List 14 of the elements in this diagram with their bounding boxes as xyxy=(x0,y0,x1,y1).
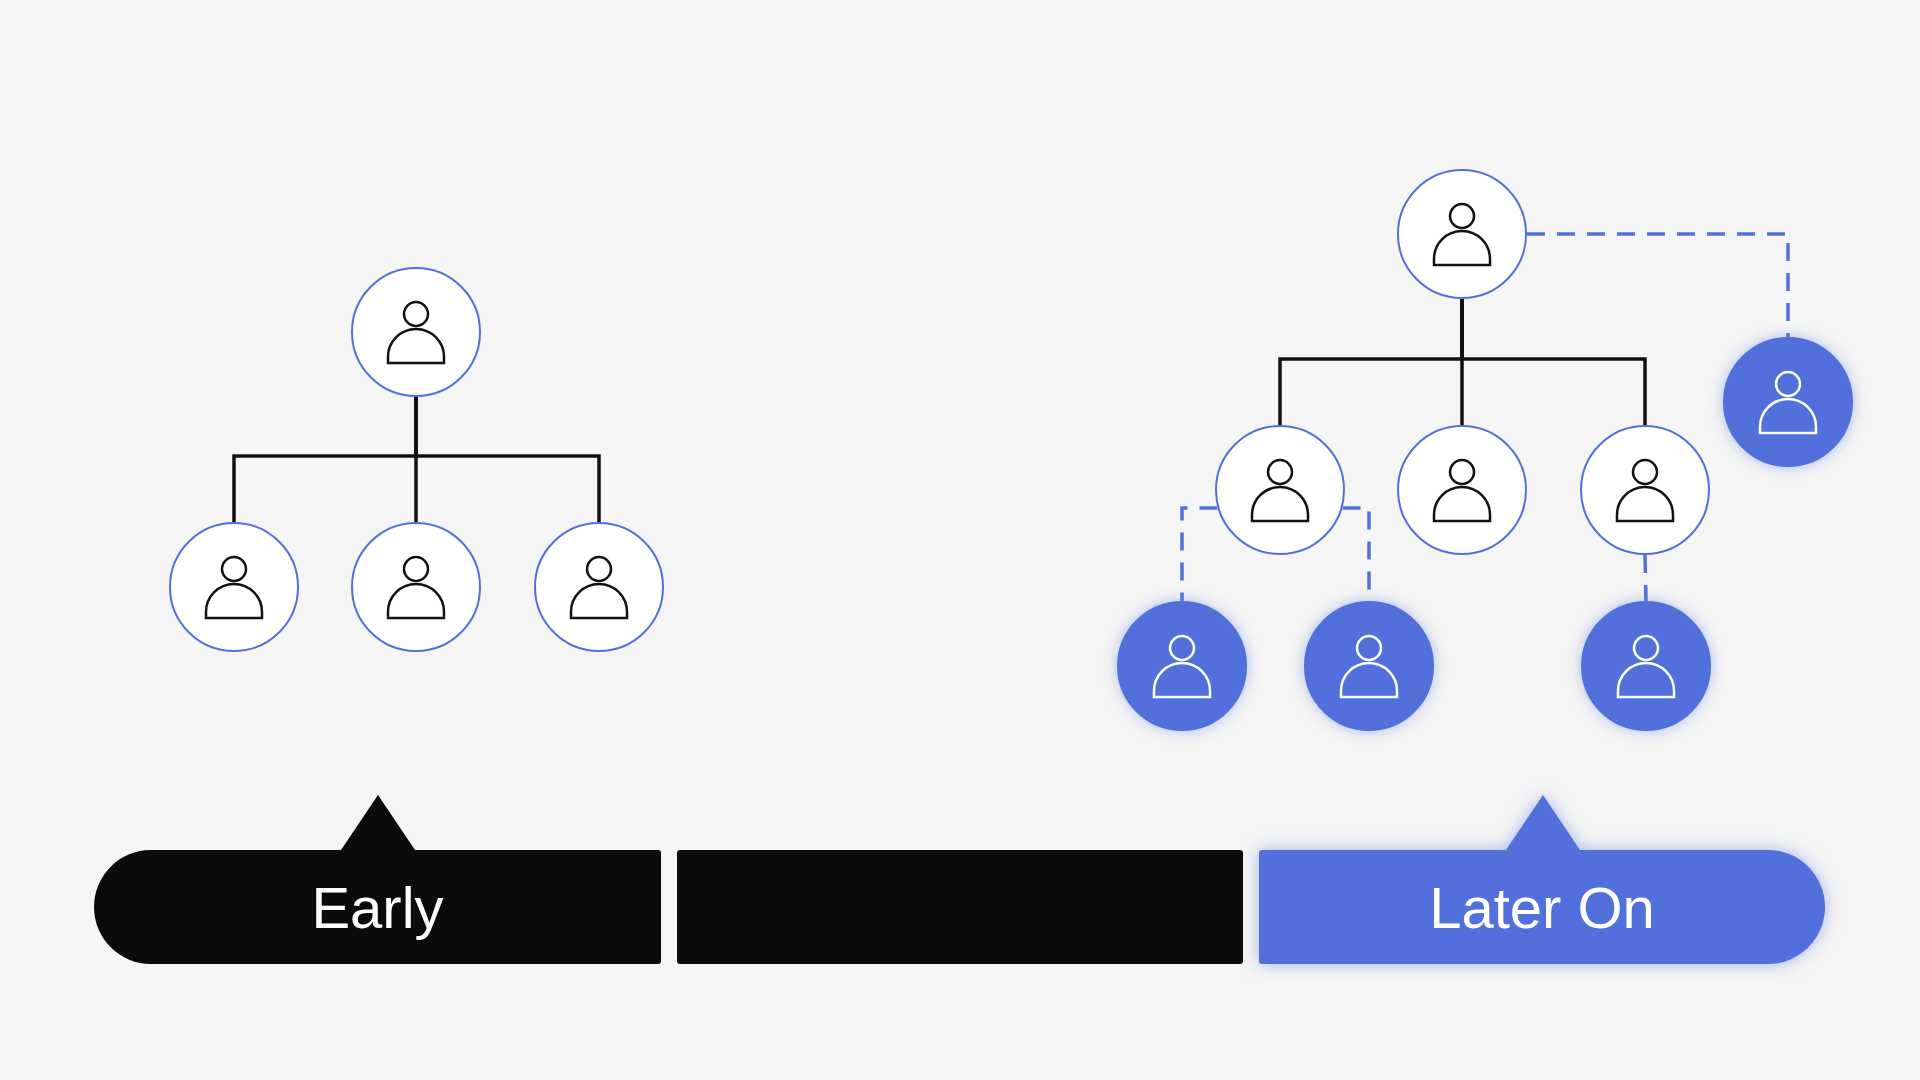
filled-person-circle xyxy=(1304,601,1434,731)
filled-person-circle xyxy=(1581,601,1711,731)
filled-person-circle xyxy=(1117,601,1247,731)
dashed-connector xyxy=(1527,232,1790,337)
phase-label: Early xyxy=(310,873,445,942)
connector-line xyxy=(1460,299,1647,425)
connector-line xyxy=(414,397,601,522)
filled-person-circle xyxy=(1723,337,1853,467)
phase-label: Later On xyxy=(1428,873,1656,942)
dashed-connector xyxy=(1643,554,1648,602)
dashed-connector xyxy=(1180,506,1218,601)
timeline-segment xyxy=(677,850,1243,964)
timeline-callout-segment xyxy=(1259,795,1825,964)
timeline-callout-segment xyxy=(94,795,661,964)
